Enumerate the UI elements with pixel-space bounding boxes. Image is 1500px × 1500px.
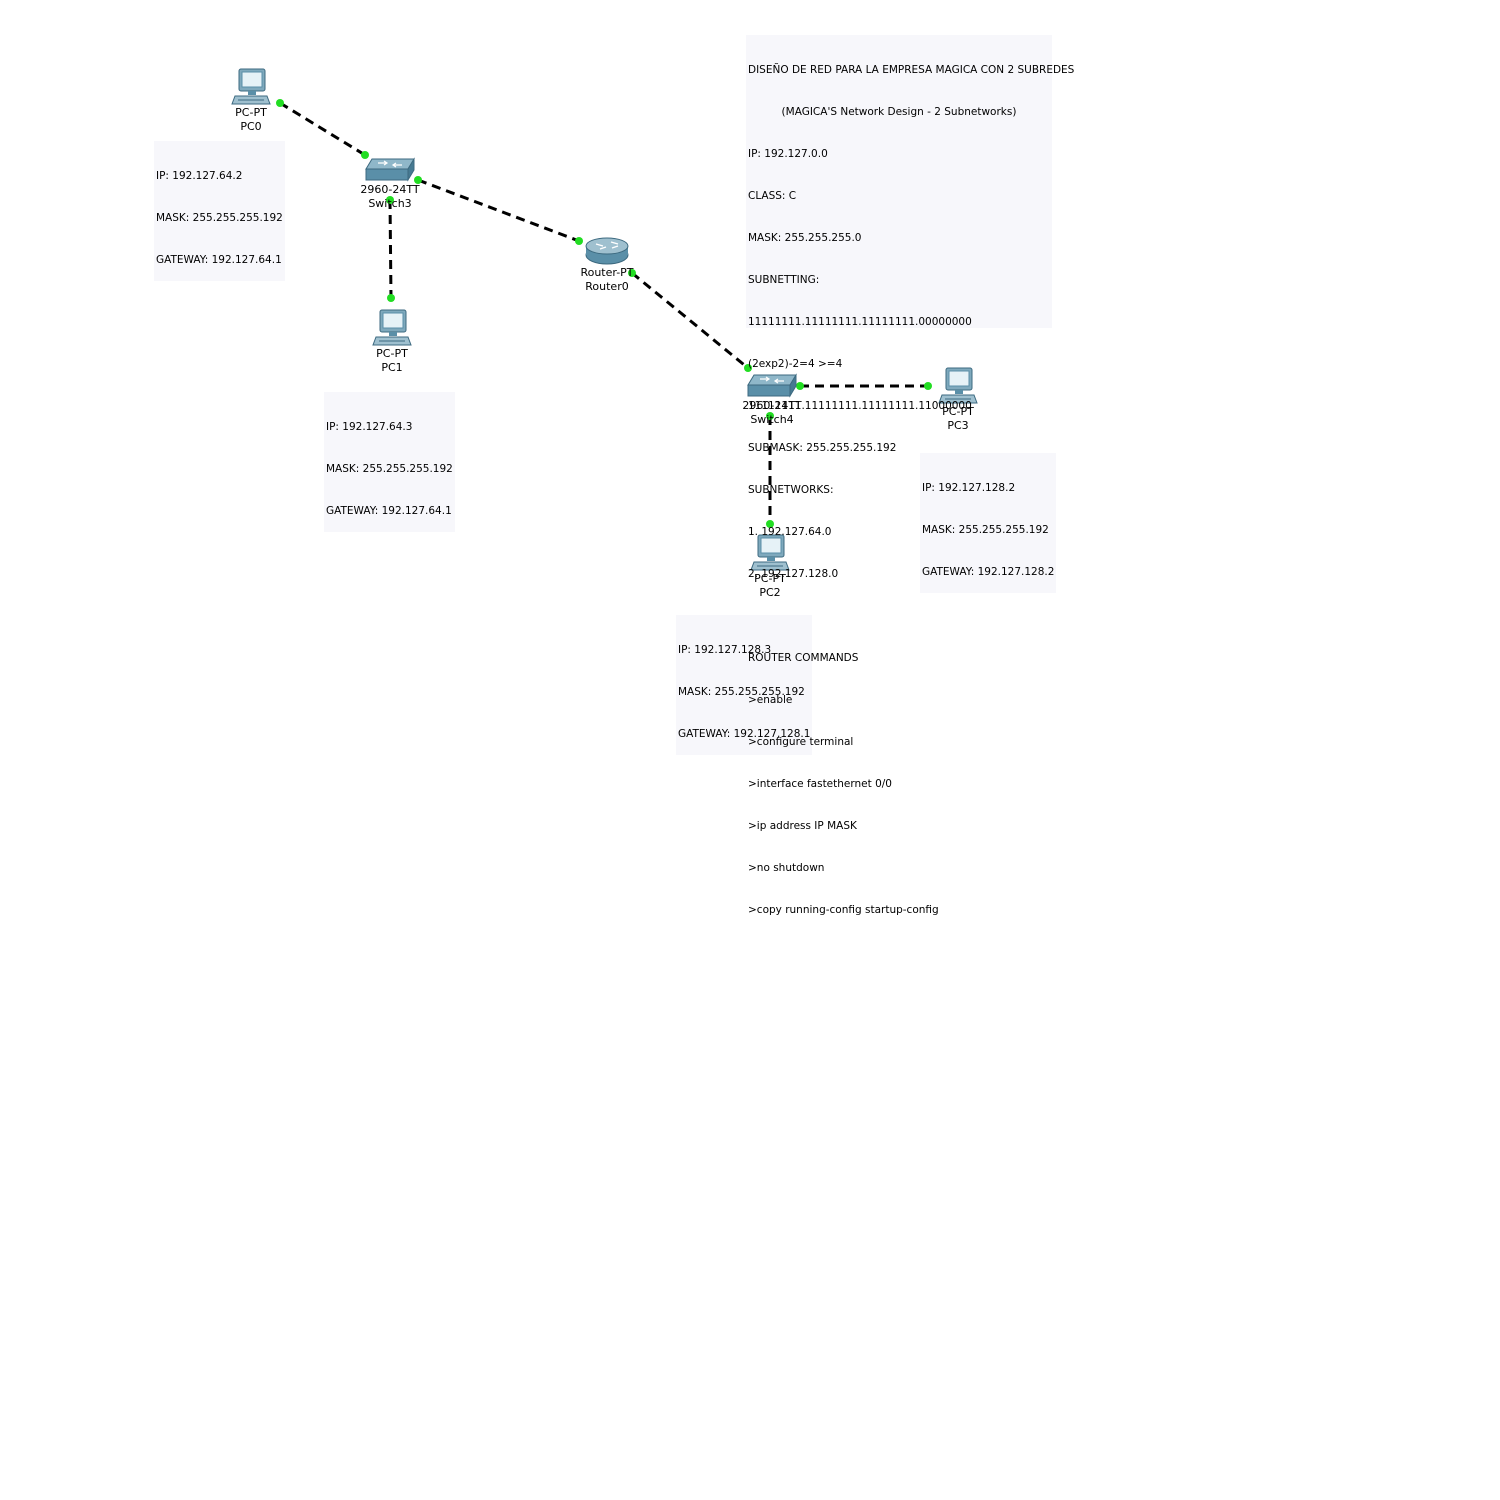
- pc-icon: [750, 534, 790, 571]
- pc1-name: PC1: [381, 361, 403, 374]
- design-binary-mask: 11111111.11111111.11111111.00000000: [748, 316, 972, 328]
- pc0-config-note[interactable]: IP: 192.127.64.2 MASK: 255.255.255.192 G…: [154, 141, 285, 281]
- pc3-gateway: GATEWAY: 192.127.128.2: [922, 566, 1055, 578]
- switch3-device[interactable]: 2960-24TT Switch3: [345, 157, 435, 211]
- design-subnet-2: 2. 192.127.128.0: [748, 568, 839, 580]
- pc-icon: [231, 68, 271, 105]
- pc0-model: PC-PT: [235, 106, 267, 119]
- pc1-gateway: GATEWAY: 192.127.64.1: [326, 505, 452, 517]
- port-switch3-router: [414, 176, 422, 184]
- router-icon: [585, 237, 629, 265]
- link-pc0-switch3[interactable]: [279, 101, 366, 157]
- link-switch3-router0[interactable]: [417, 178, 580, 243]
- design-formula: (2exp2)-2=4 >=4: [748, 358, 843, 370]
- design-subnetworks-label: SUBNETWORKS:: [748, 484, 834, 496]
- pc1-model: PC-PT: [376, 347, 408, 360]
- network-design-note[interactable]: DISEÑO DE RED PARA LA EMPRESA MAGICA CON…: [746, 35, 1075, 916]
- pc2-gateway: GATEWAY: 192.127.128.1: [678, 728, 811, 740]
- pc2-device[interactable]: PC-PT PC2: [725, 534, 815, 600]
- pc1-mask: MASK: 255.255.255.192: [326, 463, 453, 475]
- design-subnet-1: 1. 192.127.64.0: [748, 526, 832, 538]
- port-switch4-pc2: [766, 412, 774, 420]
- pc1-ip: IP: 192.127.64.3: [326, 421, 413, 433]
- link-router0-switch4[interactable]: [631, 271, 749, 370]
- port-switch4-pc3: [796, 382, 804, 390]
- design-binary-submask: 11111111.11111111.11111111.11000000: [748, 400, 972, 412]
- design-router-commands-label: ROUTER COMMANDS: [748, 652, 859, 664]
- pc2-mask: MASK: 255.255.255.192: [678, 686, 805, 698]
- pc3-config-note[interactable]: IP: 192.127.128.2 MASK: 255.255.255.192 …: [920, 453, 1057, 593]
- switch3-name: Switch3: [368, 197, 412, 210]
- design-subnetting-label: SUBNETTING:: [748, 274, 820, 286]
- design-mask: MASK: 255.255.255.0: [748, 232, 862, 244]
- port-switch3-pc0: [361, 151, 369, 159]
- pc2-model: PC-PT: [754, 572, 786, 585]
- pc3-ip: IP: 192.127.128.2: [922, 482, 1016, 494]
- pc0-ip: IP: 192.127.64.2: [156, 170, 243, 182]
- switch-icon: [747, 373, 797, 398]
- port-pc2: [766, 520, 774, 528]
- port-switch3-pc1: [386, 196, 394, 204]
- pc2-config-note[interactable]: IP: 192.127.128.3 MASK: 255.255.255.192 …: [676, 615, 813, 755]
- pc1-config-note[interactable]: IP: 192.127.64.3 MASK: 255.255.255.192 G…: [324, 392, 455, 532]
- design-cmd-configure: >configure terminal: [748, 736, 854, 748]
- pc2-ip: IP: 192.127.128.3: [678, 644, 772, 656]
- switch4-name: Switch4: [750, 413, 794, 426]
- pc0-device[interactable]: PC-PT PC0: [206, 68, 296, 134]
- port-pc0: [276, 99, 284, 107]
- port-pc1: [387, 294, 395, 302]
- design-cmd-enable: >enable: [748, 694, 793, 706]
- design-submask: SUBMASK: 255.255.255.192: [748, 442, 897, 454]
- pc3-device[interactable]: PC-PT PC3: [913, 367, 1003, 433]
- port-pc3: [924, 382, 932, 390]
- design-cmd-ip-address: >ip address IP MASK: [748, 820, 857, 832]
- design-blank-line: [748, 609, 1050, 623]
- design-subtitle: (MAGICA'S Network Design - 2 Subnetworks…: [781, 106, 1017, 118]
- design-cmd-interface: >interface fastethernet 0/0: [748, 778, 892, 790]
- design-ip: IP: 192.127.0.0: [748, 148, 828, 160]
- router0-name: Router0: [585, 280, 629, 293]
- switch-icon: [365, 157, 415, 182]
- switch3-model: 2960-24TT: [360, 183, 420, 196]
- link-switch3-pc1[interactable]: [388, 199, 393, 299]
- port-router0-switch3: [575, 237, 583, 245]
- pc2-name: PC2: [759, 586, 781, 599]
- design-cmd-no-shutdown: >no shutdown: [748, 862, 825, 874]
- pc-icon: [938, 367, 978, 404]
- pc-icon: [372, 309, 412, 346]
- switch4-model: 2960-24TT: [742, 399, 802, 412]
- pc0-mask: MASK: 255.255.255.192: [156, 212, 283, 224]
- pc0-name: PC0: [240, 120, 262, 133]
- pc1-device[interactable]: PC-PT PC1: [347, 309, 437, 375]
- design-title: DISEÑO DE RED PARA LA EMPRESA MAGICA CON…: [748, 64, 1075, 76]
- port-router0-switch4: [628, 269, 636, 277]
- design-class: CLASS: C: [748, 190, 797, 202]
- router0-device[interactable]: Router-PT Router0: [562, 236, 652, 294]
- pc0-gateway: GATEWAY: 192.127.64.1: [156, 254, 282, 266]
- switch4-device[interactable]: 2960-24TT Switch4: [727, 373, 817, 427]
- router0-model: Router-PT: [580, 266, 634, 279]
- pc3-mask: MASK: 255.255.255.192: [922, 524, 1049, 536]
- pc3-model: PC-PT: [942, 405, 974, 418]
- pc3-name: PC3: [947, 419, 969, 432]
- port-switch4-router: [744, 364, 752, 372]
- design-cmd-copy: >copy running-config startup-config: [748, 904, 939, 916]
